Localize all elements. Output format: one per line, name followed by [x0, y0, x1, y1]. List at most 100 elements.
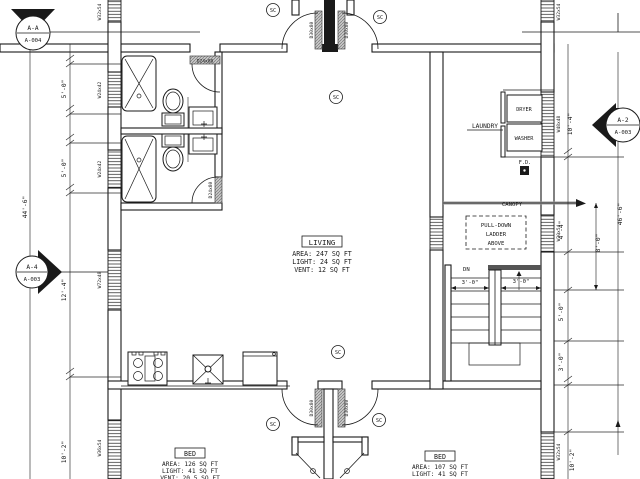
- section-sheet: A-003: [24, 277, 41, 283]
- living-room-tag: LIVING AREA: 247 SQ FT LIGHT: 24 SQ FT V…: [292, 235, 352, 274]
- bed-left-light: LIGHT: 41 SQ FT: [162, 468, 218, 475]
- dim-label: 5'-0": [61, 159, 68, 178]
- section-markers: A-A A-004 A-4 A-003 A-2 A-003: [11, 9, 640, 294]
- room-annotations: LIVING AREA: 247 SQ FT LIGHT: 24 SQ FT V…: [160, 199, 586, 479]
- sc-symbol: SC: [266, 417, 280, 431]
- stair-landing: [468, 342, 521, 366]
- sc-symbol: SC: [329, 90, 343, 104]
- toilet-2: [161, 133, 185, 172]
- shower-drain-icon: [136, 157, 142, 163]
- sink-2: [188, 133, 218, 155]
- sc-symbol: SC: [266, 3, 280, 17]
- window-label: W36x54: [97, 439, 103, 456]
- dim-label: 4'-4": [558, 221, 565, 240]
- bed-right-light: LIGHT: 41 SQ FT: [412, 471, 468, 478]
- kitchen-sink: [192, 354, 224, 385]
- sc-symbol: SC: [372, 413, 386, 427]
- dim-label: 8'-0": [595, 234, 602, 253]
- pull-down-line1: PULL-DOWN: [481, 223, 511, 229]
- dryer: [506, 94, 543, 123]
- section-sheet: A-003: [615, 130, 632, 136]
- dim-label: 5'-0": [61, 80, 68, 99]
- svg-text:SC: SC: [376, 418, 382, 424]
- dim-label: 5'-0": [558, 303, 565, 322]
- bathroom-fixtures: [121, 55, 218, 203]
- stairs-down-label: DN: [463, 267, 470, 273]
- shower-drain-icon: [136, 93, 142, 99]
- pull-down-line3: ABOVE: [488, 241, 505, 247]
- dim-label: 10'-2": [569, 449, 576, 471]
- svg-text:SC: SC: [335, 350, 341, 356]
- svg-text:SC: SC: [270, 8, 276, 14]
- window-label: W30x54: [556, 224, 562, 241]
- door-label: D30x80: [344, 21, 350, 38]
- dim-label: 46'-6": [617, 203, 624, 225]
- stair-header: [488, 265, 541, 270]
- door-label: D30x80: [344, 399, 350, 416]
- pull-down-ladder-note: PULL-DOWN LADDER ABOVE: [465, 215, 527, 250]
- dim-label: 10'-2": [61, 441, 68, 463]
- stair-dim: 3'-0": [462, 280, 479, 286]
- windows: W32x54 W24x42 W24x42 W72x48 W36x54 W32x5…: [97, 0, 562, 479]
- door-label: D30x80: [309, 21, 315, 38]
- section-marker-aa: A-A A-004: [11, 9, 200, 51]
- toilet-1: [161, 88, 185, 127]
- living-area: AREA: 247 SQ FT: [292, 250, 352, 258]
- sink-1: [188, 106, 218, 129]
- dim-label: 3'-0": [558, 353, 565, 372]
- bed-right-area: AREA: 107 SQ FT: [412, 464, 468, 471]
- bed-left-name: BED: [184, 450, 196, 458]
- living-light: LIGHT: 24 SQ FT: [292, 258, 352, 266]
- section-label: A-A: [27, 25, 38, 32]
- washer: [506, 123, 543, 152]
- interior-walls: [107, 51, 542, 479]
- washer-label: WASHER: [515, 136, 535, 142]
- window-label: W32x54: [556, 443, 562, 460]
- window-label: W32x54: [97, 3, 103, 20]
- sc-symbol: SC: [373, 10, 387, 24]
- floor-drain: F.D.: [519, 160, 532, 175]
- kitchen: [121, 351, 290, 387]
- stairs: DN 3'-0" 3'-0": [451, 265, 541, 366]
- sc-symbol: SC: [331, 345, 345, 359]
- window-label: W24x42: [97, 81, 103, 98]
- dryer-label: DRYER: [516, 107, 532, 113]
- window-label: W24x42: [97, 160, 103, 177]
- canopy-label: CANOPY: [502, 202, 523, 208]
- bed-right-name: BED: [434, 453, 446, 461]
- door-label: D24x80: [208, 181, 214, 198]
- bed-left-vent: VENT: 20.5 SQ FT: [160, 475, 220, 479]
- section-label: A-2: [617, 117, 628, 124]
- door-label: D30x80: [309, 399, 315, 416]
- svg-text:SC: SC: [270, 422, 276, 428]
- dim-label: 44'-6": [22, 196, 29, 218]
- section-marker-a2: A-2 A-003: [522, 13, 640, 147]
- pull-down-line2: LADDER: [486, 232, 507, 238]
- laundry-label: LAUNDRY: [472, 123, 498, 130]
- window-label: W32x54: [556, 3, 562, 20]
- dim-label: 10'-4": [567, 113, 574, 135]
- section-marker-a4: A-4 A-003: [15, 250, 108, 294]
- bed-right-tag: BED AREA: 107 SQ FT LIGHT: 41 SQ FT: [412, 450, 468, 478]
- canopy-note: CANOPY: [443, 199, 586, 208]
- section-label: A-4: [26, 264, 37, 271]
- living-vent: VENT: 12 SQ FT: [294, 266, 350, 274]
- section-sheet: A-004: [25, 38, 42, 44]
- svg-text:SC: SC: [377, 15, 383, 21]
- floor-drain-label: F.D.: [519, 160, 532, 166]
- door-label: D24x80: [197, 59, 214, 65]
- laundry: DRYER WASHER LAUNDRY F.D.: [467, 89, 554, 175]
- bed-left-area: AREA: 126 SQ FT: [162, 461, 218, 468]
- bed-left-tag: BED AREA: 126 SQ FT LIGHT: 41 SQ FT VENT…: [160, 447, 220, 479]
- svg-text:SC: SC: [333, 95, 339, 101]
- doors: D30x80 D30x80 D30x80 D30x80 D24x80 D24x8…: [189, 10, 379, 428]
- smoke-detectors: SC SC SC SC SC SC: [266, 3, 387, 431]
- bedroom-closets: [295, 452, 365, 479]
- dim-label: 12'-4": [61, 279, 68, 301]
- window-label: W72x48: [97, 271, 103, 288]
- stair-dim: 3'-0": [513, 279, 530, 285]
- living-name: LIVING: [309, 238, 336, 247]
- stove: [127, 351, 168, 386]
